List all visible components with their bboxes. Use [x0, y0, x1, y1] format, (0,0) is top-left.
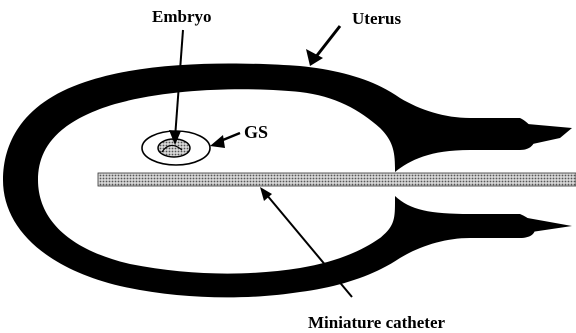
- label-catheter: Miniature catheter: [308, 313, 446, 332]
- cervix-upper-tip: [505, 122, 572, 150]
- gs-arrow: [210, 133, 240, 148]
- uterus-arrow: [306, 26, 340, 66]
- miniature-catheter: [98, 173, 576, 186]
- label-embryo: Embryo: [152, 7, 212, 26]
- cervix-lower-tip: [505, 214, 572, 236]
- label-uterus: Uterus: [352, 9, 401, 28]
- label-gs: GS: [244, 122, 268, 142]
